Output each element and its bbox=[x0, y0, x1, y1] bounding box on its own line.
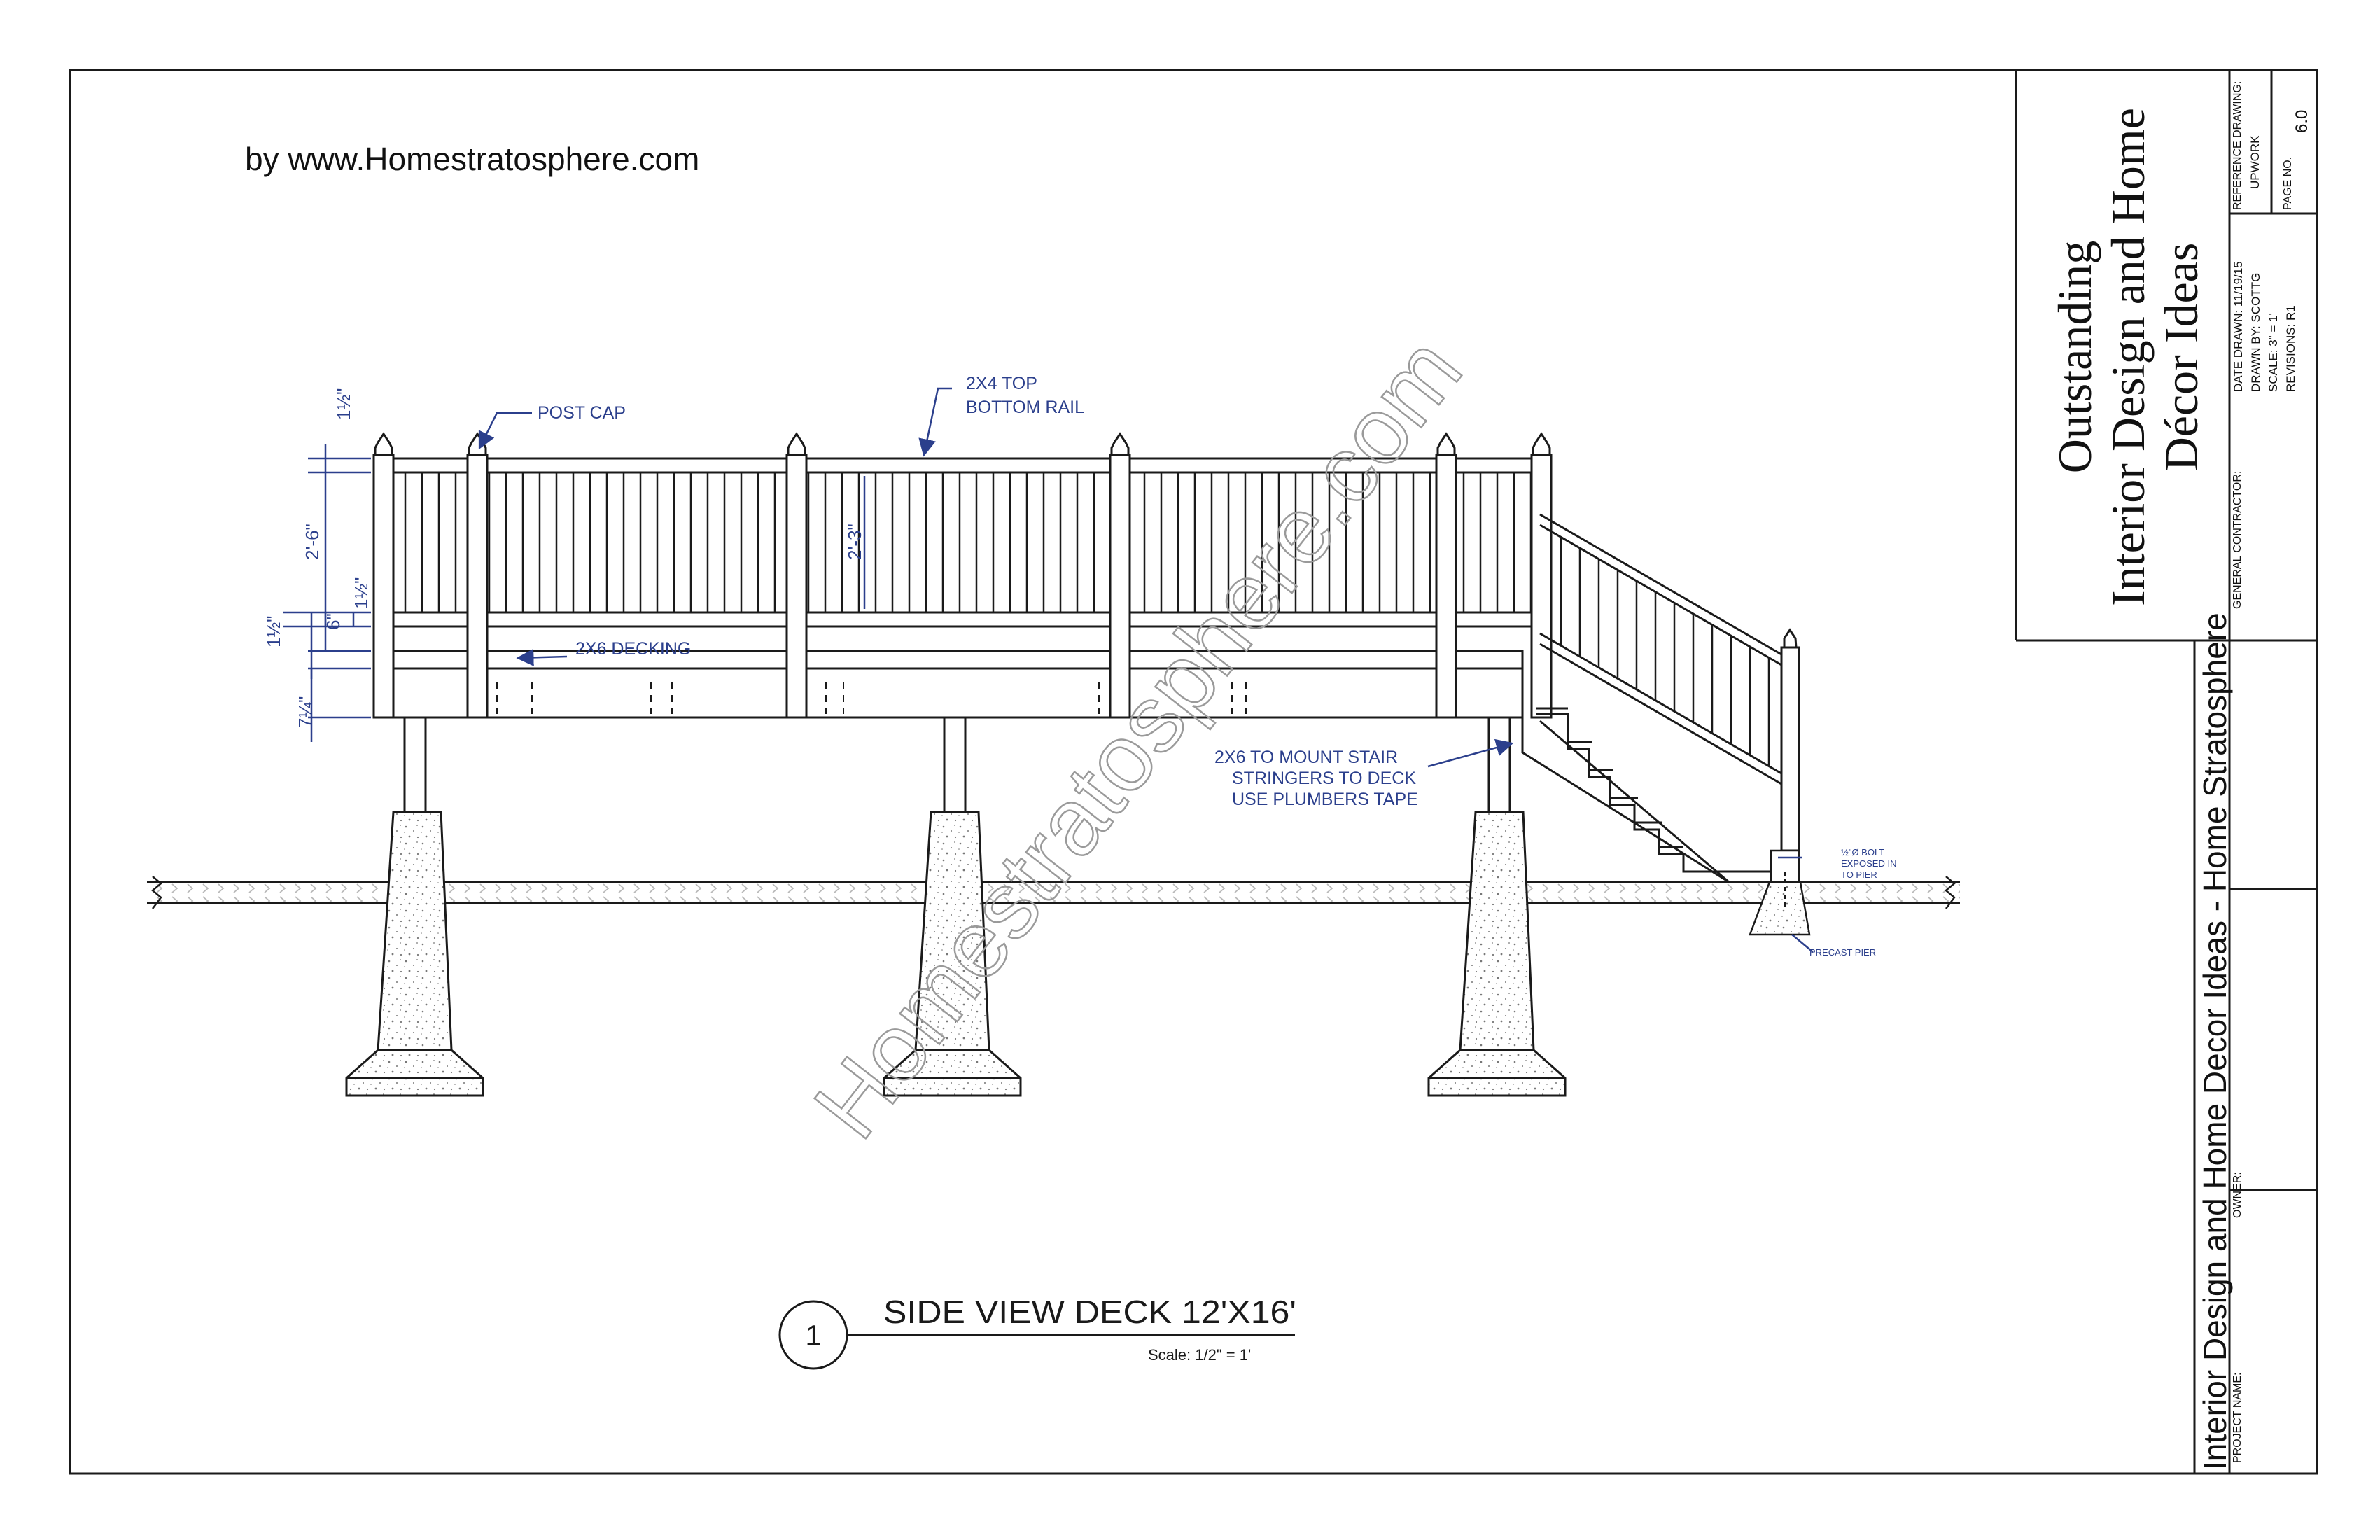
railing-post bbox=[372, 454, 395, 719]
balusters bbox=[387, 472, 1532, 612]
stringer-note-1: 2X6 TO MOUNT STAIR bbox=[1214, 748, 1398, 767]
stringer-note-2: STRINGERS TO DECK bbox=[1232, 769, 1416, 788]
reference-label: REFERENCE DRAWING: bbox=[2232, 80, 2244, 210]
railing-post bbox=[466, 454, 489, 719]
railing-post bbox=[785, 454, 808, 719]
post-cap bbox=[787, 432, 806, 456]
leader-lines bbox=[478, 387, 1814, 953]
pier-footing bbox=[1427, 811, 1567, 1097]
bolt-note-1: ½"Ø BOLT bbox=[1841, 847, 1884, 858]
dim-cap: 1½" bbox=[333, 388, 354, 420]
post-cap-label: POST CAP bbox=[538, 403, 626, 423]
dim-gap-lower: 1½" bbox=[351, 578, 372, 609]
pier-footing bbox=[883, 811, 1022, 1097]
company-line-2: Interior Design and Home bbox=[2101, 108, 2155, 606]
top-rail-label: 2X4 TOP bbox=[966, 374, 1037, 393]
owner-label: OWNER: bbox=[2232, 1172, 2244, 1218]
project-name-label: PROJECT NAME: bbox=[2232, 1372, 2244, 1464]
pier-footing bbox=[345, 811, 484, 1097]
title-block-company: Outstanding Interior Design and Home Déc… bbox=[2026, 74, 2230, 640]
page-number: 6.0 bbox=[2292, 109, 2311, 133]
post-cap bbox=[1436, 432, 1456, 456]
precast-pier bbox=[1749, 849, 1811, 936]
railing-post bbox=[1530, 454, 1553, 719]
stair-balusters bbox=[1560, 537, 1770, 766]
precast-pier-label: PRECAST PIER bbox=[1809, 947, 1876, 958]
reference-value: UPWORK bbox=[2248, 135, 2262, 190]
company-line-1: Outstanding bbox=[2047, 240, 2101, 474]
post-cap bbox=[1532, 432, 1551, 456]
dim-joist: 7¼" bbox=[295, 696, 316, 728]
view-title-graphic bbox=[778, 1300, 1295, 1370]
page-label: PAGE NO. bbox=[2282, 156, 2294, 210]
dim-bottom-rail: 6" bbox=[323, 613, 344, 630]
deck-frame bbox=[373, 650, 1524, 719]
post-cap bbox=[1110, 432, 1130, 456]
sheet-border bbox=[69, 69, 2318, 1475]
decking-label: 2X6 DECKING bbox=[575, 639, 691, 659]
dim-deck-board: 1½" bbox=[263, 616, 284, 648]
post-cap bbox=[468, 432, 487, 456]
company-line-3: Décor Ideas bbox=[2155, 242, 2208, 472]
railing-post bbox=[1435, 454, 1457, 719]
view-title: SIDE VIEW DECK 12'X16' bbox=[883, 1294, 1296, 1330]
stair-newel-post bbox=[1780, 628, 1800, 852]
revisions: REVISIONS: R1 bbox=[2284, 305, 2297, 392]
dim-railing: 2'-6" bbox=[302, 524, 323, 560]
dim-baluster: 2'-3" bbox=[844, 524, 865, 560]
drawn-by: DRAWN BY: SCOTTG bbox=[2249, 272, 2262, 392]
support-posts bbox=[403, 716, 1511, 813]
general-contractor-label: GENERAL CONTRACTOR: bbox=[2232, 470, 2244, 609]
railing-posts bbox=[372, 432, 1553, 719]
credit-text: by www.Homestratosphere.com bbox=[245, 141, 700, 177]
post-cap bbox=[374, 432, 393, 456]
bolt-note-3: TO PIER bbox=[1841, 869, 1877, 880]
ground-line bbox=[147, 876, 1960, 909]
watermark: Homestratosphere.com bbox=[794, 318, 1482, 1157]
bolt-note-2: EXPOSED IN bbox=[1841, 858, 1896, 869]
view-scale: Scale: 1/2" = 1' bbox=[1148, 1346, 1251, 1364]
date-drawn: DATE DRAWN: 11/19/15 bbox=[2232, 261, 2245, 392]
stringer-note-3: USE PLUMBERS TAPE bbox=[1232, 790, 1418, 809]
drawing-scale: SCALE: 3" = 1' bbox=[2267, 313, 2280, 392]
dimension-lines bbox=[284, 444, 866, 742]
view-number: 1 bbox=[805, 1319, 821, 1352]
project-title: Interior Design and Home Decor Ideas - H… bbox=[2197, 612, 2233, 1470]
bottom-rail-label: BOTTOM RAIL bbox=[966, 398, 1084, 417]
